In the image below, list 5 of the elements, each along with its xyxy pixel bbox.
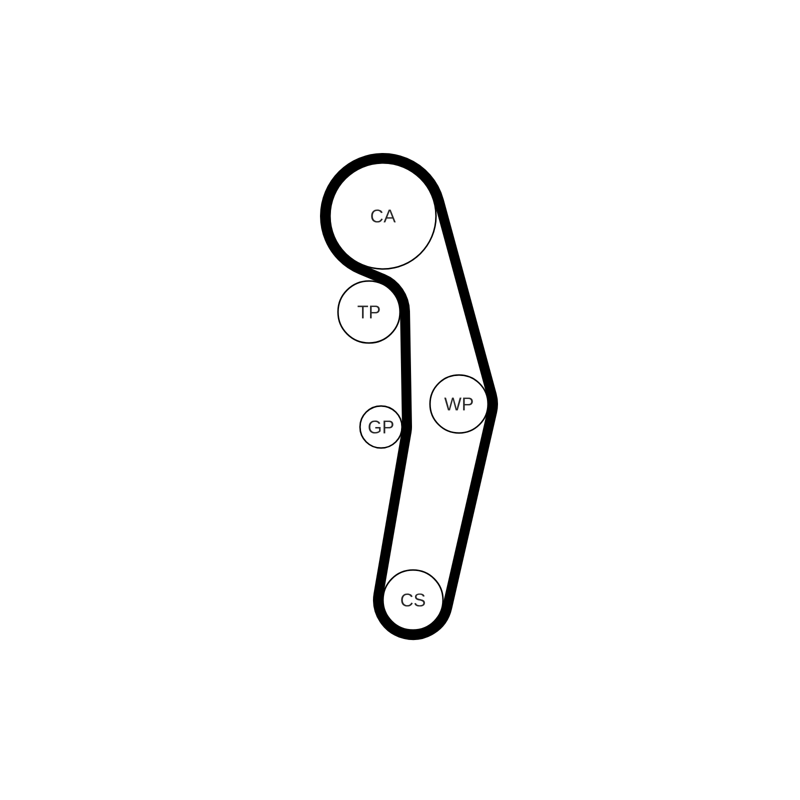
pulley: CS bbox=[382, 569, 444, 631]
pulley: GP bbox=[359, 405, 403, 449]
pulley: TP bbox=[337, 280, 401, 344]
pulley: WP bbox=[429, 374, 489, 434]
pulley: CA bbox=[329, 162, 437, 270]
